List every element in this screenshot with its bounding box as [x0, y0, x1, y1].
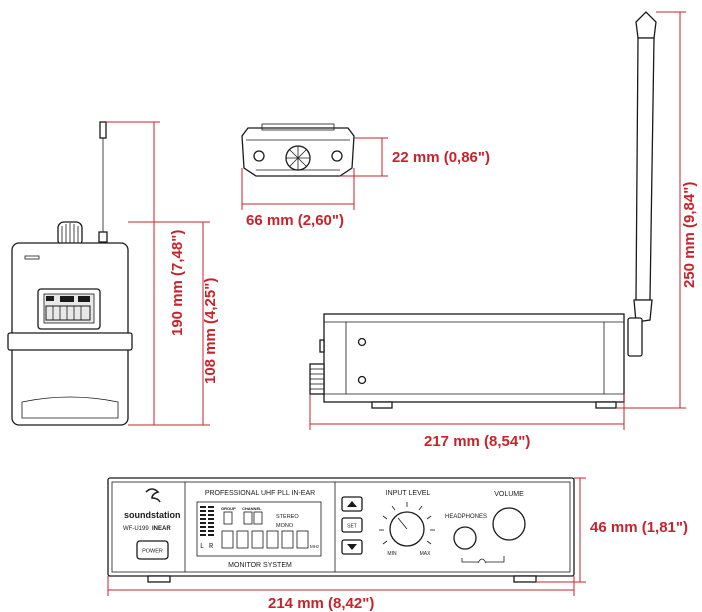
lcd-l: L — [200, 543, 204, 551]
brand-name: soundstation — [124, 510, 181, 520]
headphones-jack[interactable] — [453, 526, 477, 550]
bodypack-top-view — [241, 123, 355, 177]
dim-label-46: 46 mm (1,81") — [590, 519, 688, 536]
dimension-108mm: 108 mm (4,25") — [128, 221, 219, 425]
lcd-mhz: MHz — [310, 544, 320, 549]
bodypack-top-jack-left — [253, 150, 265, 162]
dimension-214mm: 214 mm (8,42") — [107, 576, 575, 612]
dimension-22mm: 22 mm (0,86") — [340, 137, 490, 177]
base-side-body — [323, 313, 625, 403]
bodypack-bottom-panel — [21, 396, 119, 419]
dim-label-66: 66 mm (2,60") — [246, 212, 344, 229]
input-level-label: INPUT LEVEL — [386, 490, 431, 497]
base-side-view — [309, 11, 657, 409]
dim-label-190: 190 mm (7,48") — [169, 230, 186, 336]
min-label: MIN — [387, 551, 397, 557]
panel-subtitle: MONITOR SYSTEM — [228, 562, 292, 569]
antenna-tip — [635, 11, 657, 39]
dim-label-214: 214 mm (8,42") — [268, 595, 374, 612]
bodypack-front-view — [7, 121, 133, 426]
lcd-frame — [196, 501, 322, 557]
base-front-view: soundstation WF-U199 INEAR POWER PROFESS… — [107, 477, 575, 583]
lcd-r: R — [209, 543, 214, 551]
bodypack-antenna-tip — [99, 121, 107, 139]
base-front-foot-right — [513, 575, 537, 583]
lcd-stereo: STEREO — [276, 514, 299, 520]
base-side-foot-front — [371, 401, 393, 409]
bodypack-led — [24, 255, 40, 260]
up-arrow-icon — [347, 501, 357, 507]
antenna-hinge — [627, 317, 643, 357]
lcd-display: L R GROUP CHANNEL STEREO MONO MHz — [196, 501, 322, 557]
antenna-shaft — [635, 37, 655, 301]
panel-title: PROFESSIONAL UHF PLL IN-EAR — [205, 490, 315, 497]
lcd-group: GROUP — [221, 506, 236, 511]
bodypack-top-jack-right — [331, 150, 343, 162]
dim-label-217: 217 mm (8,54") — [424, 433, 530, 450]
down-arrow-icon — [347, 544, 357, 550]
dim-label-250: 250 mm (9,84") — [681, 182, 698, 288]
power-label: POWER — [142, 549, 163, 555]
bodypack-clip-band — [7, 332, 133, 351]
base-side-screw-bottom — [357, 375, 367, 385]
base-side-screw-top — [357, 337, 367, 347]
dimension-250mm: 250 mm (9,84") — [616, 11, 698, 409]
set-button[interactable] — [341, 517, 363, 533]
dimension-46mm: 46 mm (1,81") — [536, 477, 688, 583]
model-suffix: INEAR — [152, 526, 171, 532]
brand-logo: soundstation WF-U199 INEAR — [123, 488, 181, 532]
input-level-scale — [379, 502, 435, 545]
volume-knob[interactable] — [492, 507, 526, 541]
model-name: WF-U199 — [123, 526, 149, 532]
power-button[interactable] — [136, 540, 169, 560]
volume-label: VOLUME — [494, 491, 524, 498]
base-front-body — [107, 477, 575, 577]
dimension-66mm: 66 mm (2,60") — [241, 168, 355, 229]
lcd-channel: CHANNEL — [242, 506, 262, 511]
max-label: MAX — [420, 551, 432, 557]
lcd-mono: MONO — [276, 523, 294, 529]
base-front-foot-left — [147, 575, 171, 583]
set-label: SET — [347, 524, 357, 530]
base-side-foot-rear — [595, 401, 617, 409]
dimension-190mm: 190 mm (7,48") — [106, 121, 210, 426]
dimension-217mm: 217 mm (8,54") — [309, 394, 625, 450]
dim-label-108: 108 mm (4,25") — [202, 278, 219, 384]
bodypack-top-clip — [261, 123, 335, 131]
dim-label-22: 22 mm (0,86") — [392, 149, 490, 166]
headphones-icon — [477, 558, 487, 564]
bodypack-antenna-base — [98, 231, 108, 243]
headphones-label: HEADPHONES — [445, 514, 487, 520]
